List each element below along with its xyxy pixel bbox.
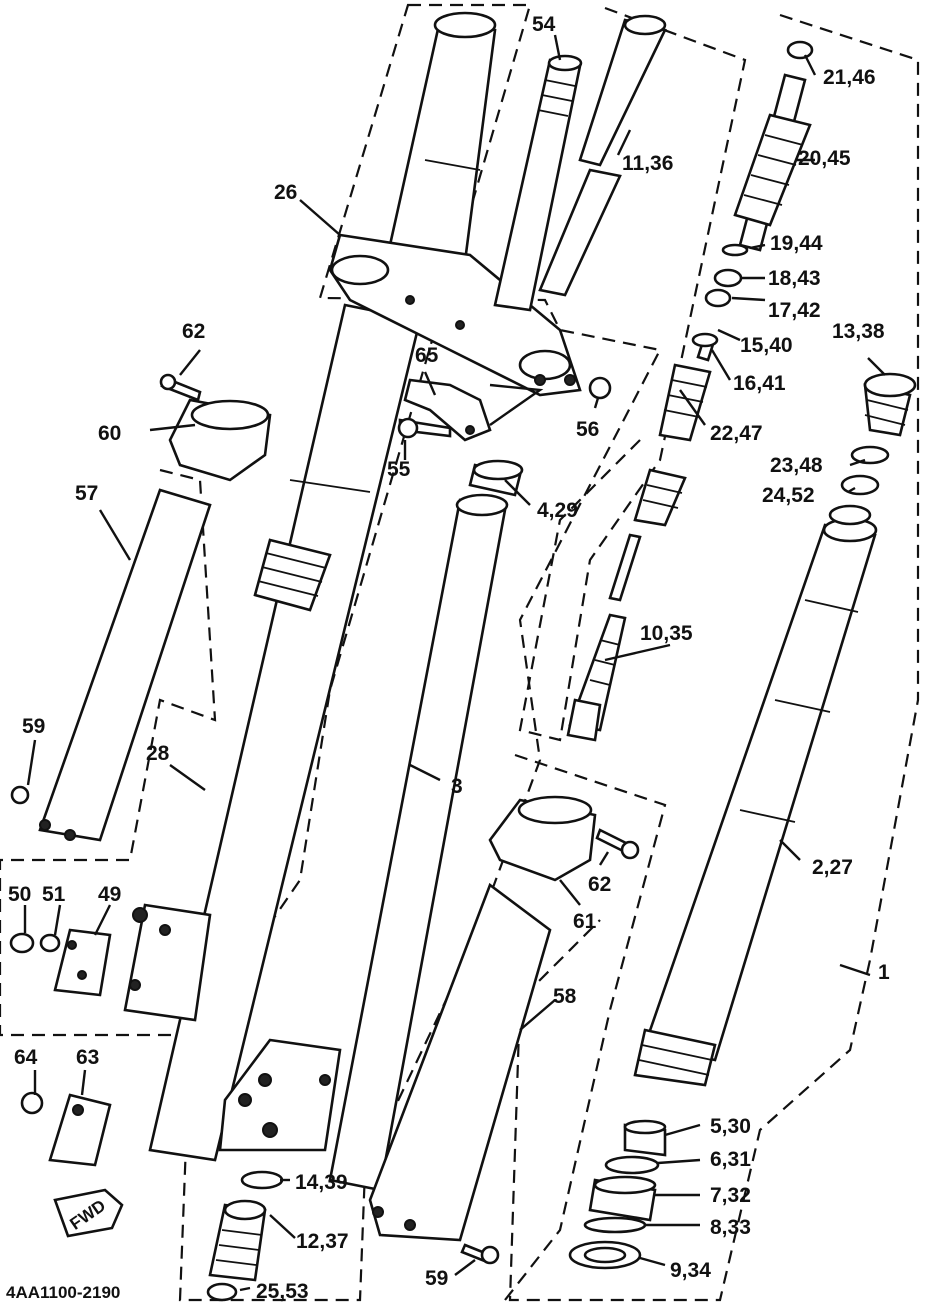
oil-seal-14-39 — [240, 1170, 284, 1190]
cap-bolt-13-38 — [863, 372, 917, 437]
callout-12-37: 12,37 — [296, 1230, 349, 1253]
guard-clamp-60 — [168, 398, 272, 482]
callout-25-53: 25,53 — [256, 1280, 309, 1303]
bolt-59-lower — [460, 1243, 500, 1265]
washer-51 — [39, 933, 61, 953]
damper-assembly-10-35 — [566, 613, 627, 742]
washer-24-52 — [840, 474, 880, 496]
callout-19-44: 19,44 — [770, 232, 823, 255]
nut-56 — [588, 376, 612, 400]
cartridge-20-45 — [733, 73, 812, 252]
callout-56: 56 — [576, 418, 599, 441]
catalog-code: 4AA1100-2190 — [6, 1283, 120, 1302]
callout-21-46: 21,46 — [823, 66, 876, 89]
callout-60: 60 — [98, 422, 121, 445]
callout-14-39: 14,39 — [295, 1171, 348, 1194]
washer-top-right — [828, 504, 872, 526]
slide-metal-5-30 — [623, 1119, 667, 1157]
bolt-62-lower — [595, 828, 640, 860]
o-ring-23-48 — [850, 445, 890, 465]
callout-11-36: 11,36 — [622, 152, 673, 175]
callout-65: 65 — [415, 344, 439, 367]
damper-rod-54 — [493, 54, 583, 312]
fork-guard-57 — [38, 488, 212, 842]
callout-18-43: 18,43 — [768, 267, 821, 290]
bolt-62-upper — [159, 373, 202, 402]
left-fork-outer-tube — [123, 11, 497, 1162]
callout-54: 54 — [532, 13, 556, 36]
callout-59-upper: 59 — [22, 715, 45, 738]
clip-8-33 — [583, 1216, 647, 1234]
left-fork-bottom-clamp — [218, 1038, 342, 1152]
callout-6-31: 6,31 — [710, 1148, 751, 1171]
dust-seal-9-34 — [568, 1240, 642, 1270]
bolt-55 — [397, 417, 452, 439]
bolt-59-upper — [10, 785, 30, 805]
fwd-arrow: FWD — [53, 1188, 124, 1238]
callout-55: 55 — [387, 458, 411, 481]
callout-59-lower: 59 — [425, 1267, 448, 1290]
fork-boot — [253, 538, 332, 612]
callout-23-48: 23,48 — [770, 454, 823, 477]
o-ring-25-53 — [206, 1282, 238, 1302]
callout-8-33: 8,33 — [710, 1216, 751, 1239]
axle-holder-49 — [53, 928, 112, 997]
callout-64: 64 — [14, 1046, 38, 1069]
callout-10-35: 10,35 — [640, 622, 693, 645]
bolt-16-41 — [691, 332, 719, 362]
callout-58: 58 — [553, 985, 577, 1008]
fork-spring-11-36 — [538, 14, 667, 297]
cartridge-boundary — [518, 6, 747, 742]
callout-49: 49 — [98, 883, 121, 906]
callout-63: 63 — [76, 1046, 99, 1069]
right-fork-outer-tube-2-27 — [633, 517, 878, 1087]
callout-62-lower: 62 — [588, 873, 611, 896]
callout-7-32: 7,32 — [710, 1184, 751, 1207]
callout-62-upper: 62 — [182, 320, 205, 343]
right-fork-boundary — [508, 13, 920, 1302]
callout-13-38: 13,38 — [832, 320, 885, 343]
callout-labels: 54 11,36 26 21,46 20,45 19,44 18,43 17,4… — [8, 13, 890, 1303]
fork-guard-58 — [368, 882, 552, 1242]
base-valve-12-37 — [208, 1199, 267, 1282]
washer-18-43 — [713, 268, 743, 288]
washer-6-31 — [604, 1155, 660, 1175]
bushing-4-29 — [468, 459, 524, 497]
callout-2-27: 2,27 — [812, 856, 853, 879]
callout-61: 61 — [573, 910, 597, 933]
callout-26: 26 — [274, 181, 297, 204]
callout-15-40: 15,40 — [740, 334, 793, 357]
oil-seal-7-32 — [588, 1175, 657, 1222]
callout-1: 1 — [878, 961, 890, 984]
callout-24-52: 24,52 — [762, 484, 815, 507]
callout-3: 3 — [451, 775, 463, 798]
callout-9-34: 9,34 — [670, 1259, 711, 1282]
guard-box-center — [504, 753, 667, 1301]
collar-17-42 — [704, 288, 732, 308]
callout-17-42: 17,42 — [768, 299, 821, 322]
leader-lines — [23, 34, 886, 1292]
clip-19-44 — [721, 243, 749, 257]
nut-21-46 — [786, 40, 814, 60]
callout-28: 28 — [146, 742, 170, 765]
callout-16-41: 16,41 — [733, 372, 786, 395]
callout-51: 51 — [42, 883, 66, 906]
cap-50 — [9, 932, 35, 954]
left-fork-boundary — [178, 3, 662, 1302]
callout-57: 57 — [75, 482, 98, 505]
bolt-64 — [20, 1091, 44, 1115]
callout-22-47: 22,47 — [710, 422, 763, 445]
assembly-boundaries — [0, 3, 920, 1302]
valve-stack-22-47 — [633, 363, 712, 527]
guard-clamp-61 — [488, 795, 597, 882]
hose-holder-65 — [403, 378, 492, 442]
callout-20-45: 20,45 — [798, 147, 851, 170]
callout-4-29: 4,29 — [537, 499, 578, 522]
rebound-rod — [608, 533, 642, 602]
callout-5-30: 5,30 — [710, 1115, 751, 1138]
callout-50: 50 — [8, 883, 31, 906]
holder-63 — [48, 1093, 112, 1167]
